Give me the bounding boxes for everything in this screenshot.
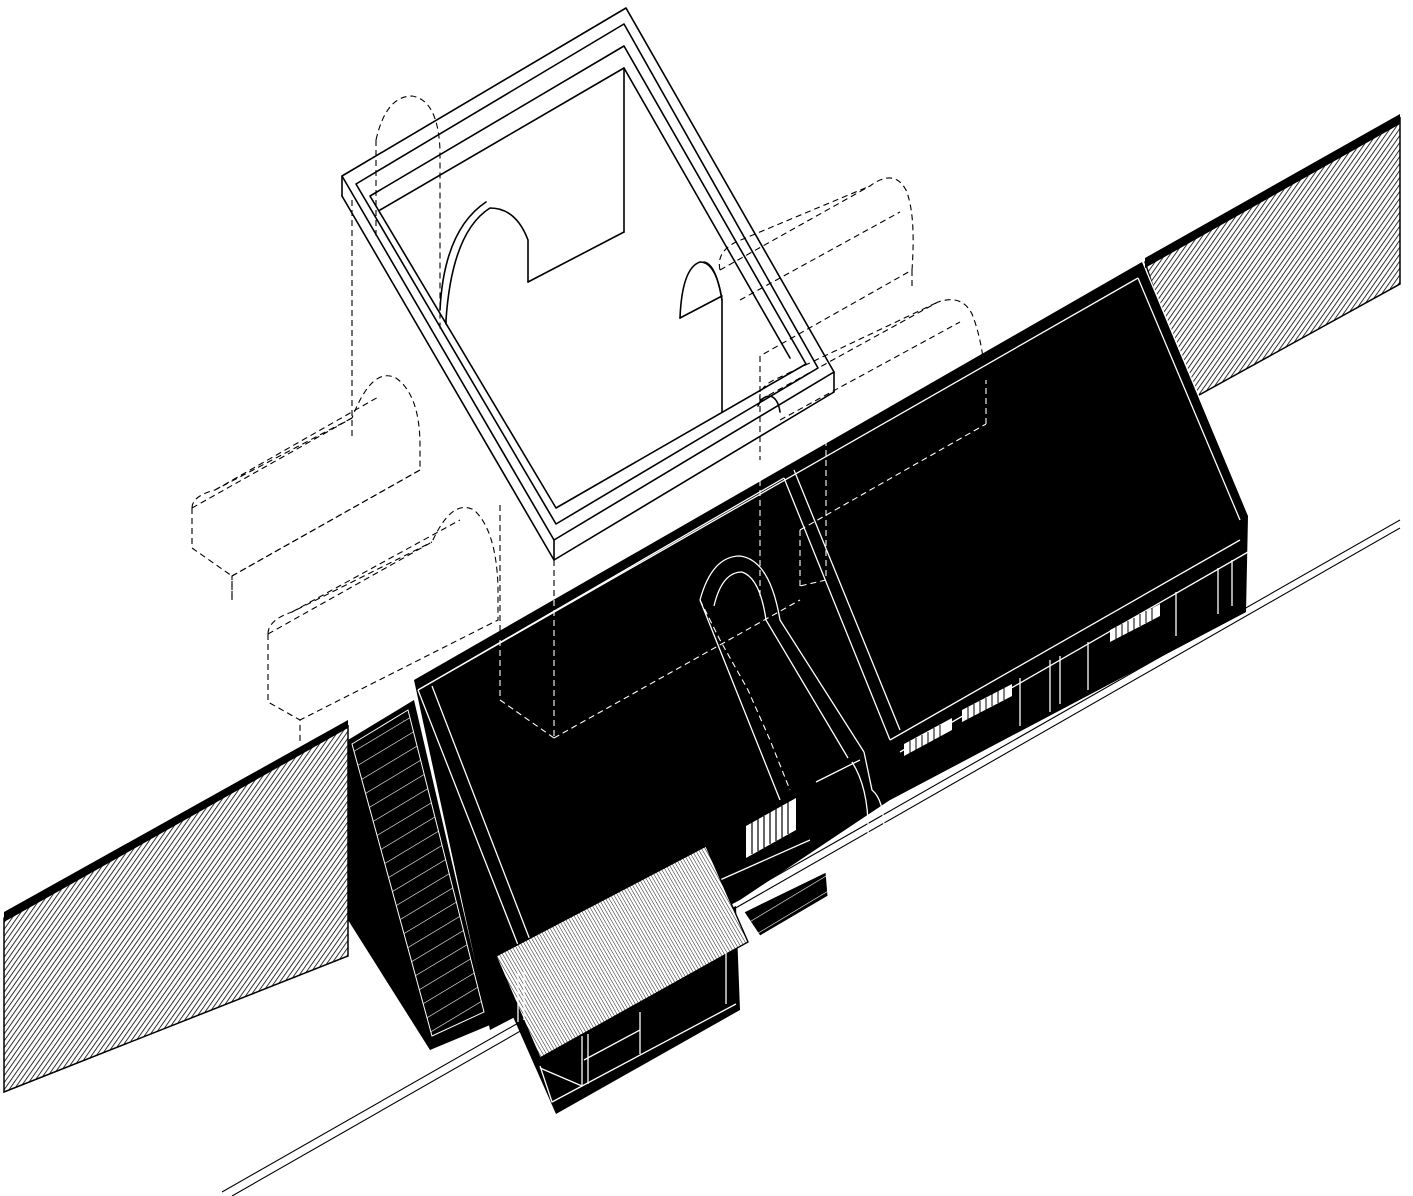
ghost-vault-left-lower xyxy=(267,506,499,742)
ghost-vault-left-upper xyxy=(191,375,421,600)
window-right-1 xyxy=(1110,604,1160,642)
window-interior xyxy=(746,798,796,858)
window-right-2 xyxy=(962,684,1012,722)
floating-frame-interior xyxy=(439,201,781,413)
interior-vault-cut xyxy=(699,555,885,951)
building-mass xyxy=(348,262,1249,1050)
left-hatched-wall xyxy=(3,720,349,1094)
entrance-canopy xyxy=(490,845,749,1114)
window-right-3 xyxy=(904,718,952,756)
floating-roof-frame xyxy=(341,7,835,561)
ghost-lines-over-mass xyxy=(499,380,987,791)
right-hatched-wall xyxy=(1144,114,1401,402)
ghost-vault-right-upper xyxy=(718,177,914,460)
